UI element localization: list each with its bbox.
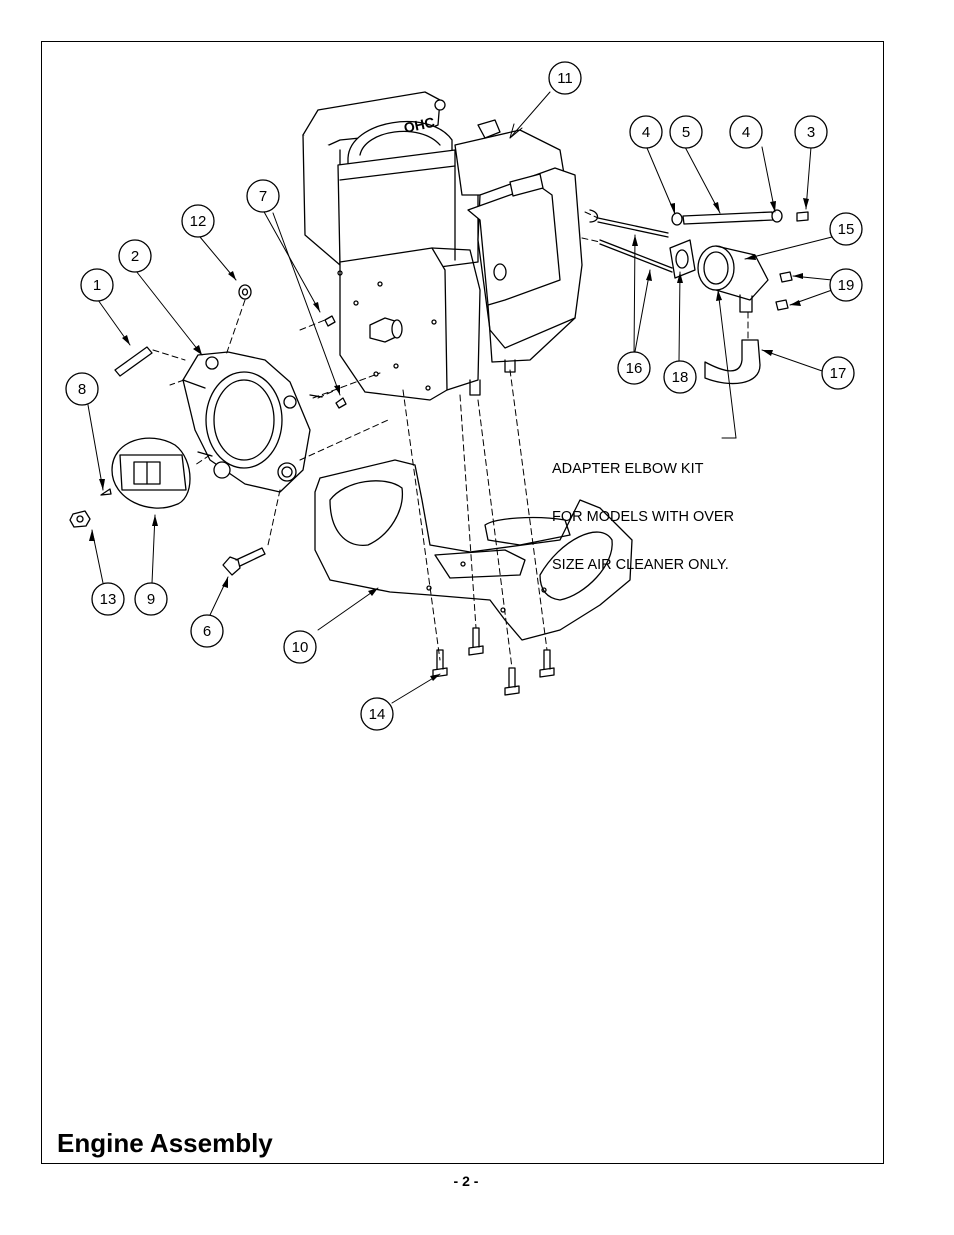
diagram-frame	[41, 41, 884, 1164]
svg-text:10: 10	[292, 639, 309, 656]
svg-text:17: 17	[830, 365, 847, 382]
callout-3: 3	[794, 115, 828, 149]
drive-pulley	[111, 437, 191, 509]
leader-lines	[87, 91, 833, 704]
svg-text:4: 4	[642, 124, 650, 141]
svg-text:3: 3	[807, 124, 815, 141]
note-line-3: SIZE AIR CLEANER ONLY.	[552, 557, 729, 573]
svg-text:7: 7	[259, 188, 267, 205]
svg-text:4: 4	[742, 124, 750, 141]
bearing-housing	[182, 351, 323, 493]
svg-text:1: 1	[93, 277, 101, 294]
svg-text:2: 2	[131, 248, 139, 265]
callout-4a: 4	[629, 115, 663, 149]
callout-14: 14	[360, 697, 394, 731]
callout-19: 19	[829, 268, 863, 302]
callout-11: 11	[548, 61, 582, 95]
svg-text:14: 14	[369, 706, 386, 723]
callout-15: 15	[829, 212, 863, 246]
svg-text:11: 11	[557, 70, 573, 87]
svg-text:12: 12	[190, 213, 207, 230]
svg-text:13: 13	[100, 591, 117, 608]
callout-17: 17	[821, 356, 855, 390]
page-title: Engine Assembly	[57, 1128, 273, 1158]
note-line-2: FOR MODELS WITH OVER	[552, 509, 735, 525]
adapter-kit-note: ADAPTER ELBOW KIT FOR MODELS WITH OVER S…	[552, 429, 734, 589]
callout-4b: 4	[729, 115, 763, 149]
assembly-lines	[152, 211, 749, 669]
engine: OHC	[302, 91, 599, 401]
callout-16: 16	[617, 351, 651, 385]
callout-6: 6	[190, 614, 224, 648]
svg-text:5: 5	[682, 124, 690, 141]
small-parts	[69, 209, 809, 696]
svg-text:16: 16	[626, 360, 643, 377]
callout-2: 2	[118, 239, 152, 273]
callout-7: 7	[246, 179, 280, 213]
callout-5: 5	[669, 115, 703, 149]
svg-text:18: 18	[672, 369, 689, 386]
note-line-1: ADAPTER ELBOW KIT	[552, 461, 704, 477]
arrowheads	[89, 198, 809, 681]
svg-text:8: 8	[78, 381, 86, 398]
svg-text:6: 6	[203, 623, 211, 640]
engine-logo-text: OHC	[402, 114, 436, 136]
callouts: 1 2 3 4 4 5 6 7 8 9 10 11 12 13 14 15 16…	[65, 61, 863, 731]
svg-text:19: 19	[838, 277, 855, 294]
svg-text:9: 9	[147, 591, 155, 608]
callout-13: 13	[91, 582, 125, 616]
callout-9: 9	[134, 582, 168, 616]
base-plate	[314, 459, 633, 641]
callout-18: 18	[663, 360, 697, 394]
callout-1: 1	[80, 268, 114, 302]
svg-text:15: 15	[838, 221, 855, 238]
callout-12: 12	[181, 204, 215, 238]
page-number: - 2 -	[453, 1173, 479, 1189]
callout-8: 8	[65, 372, 99, 406]
callout-10: 10	[283, 630, 317, 664]
